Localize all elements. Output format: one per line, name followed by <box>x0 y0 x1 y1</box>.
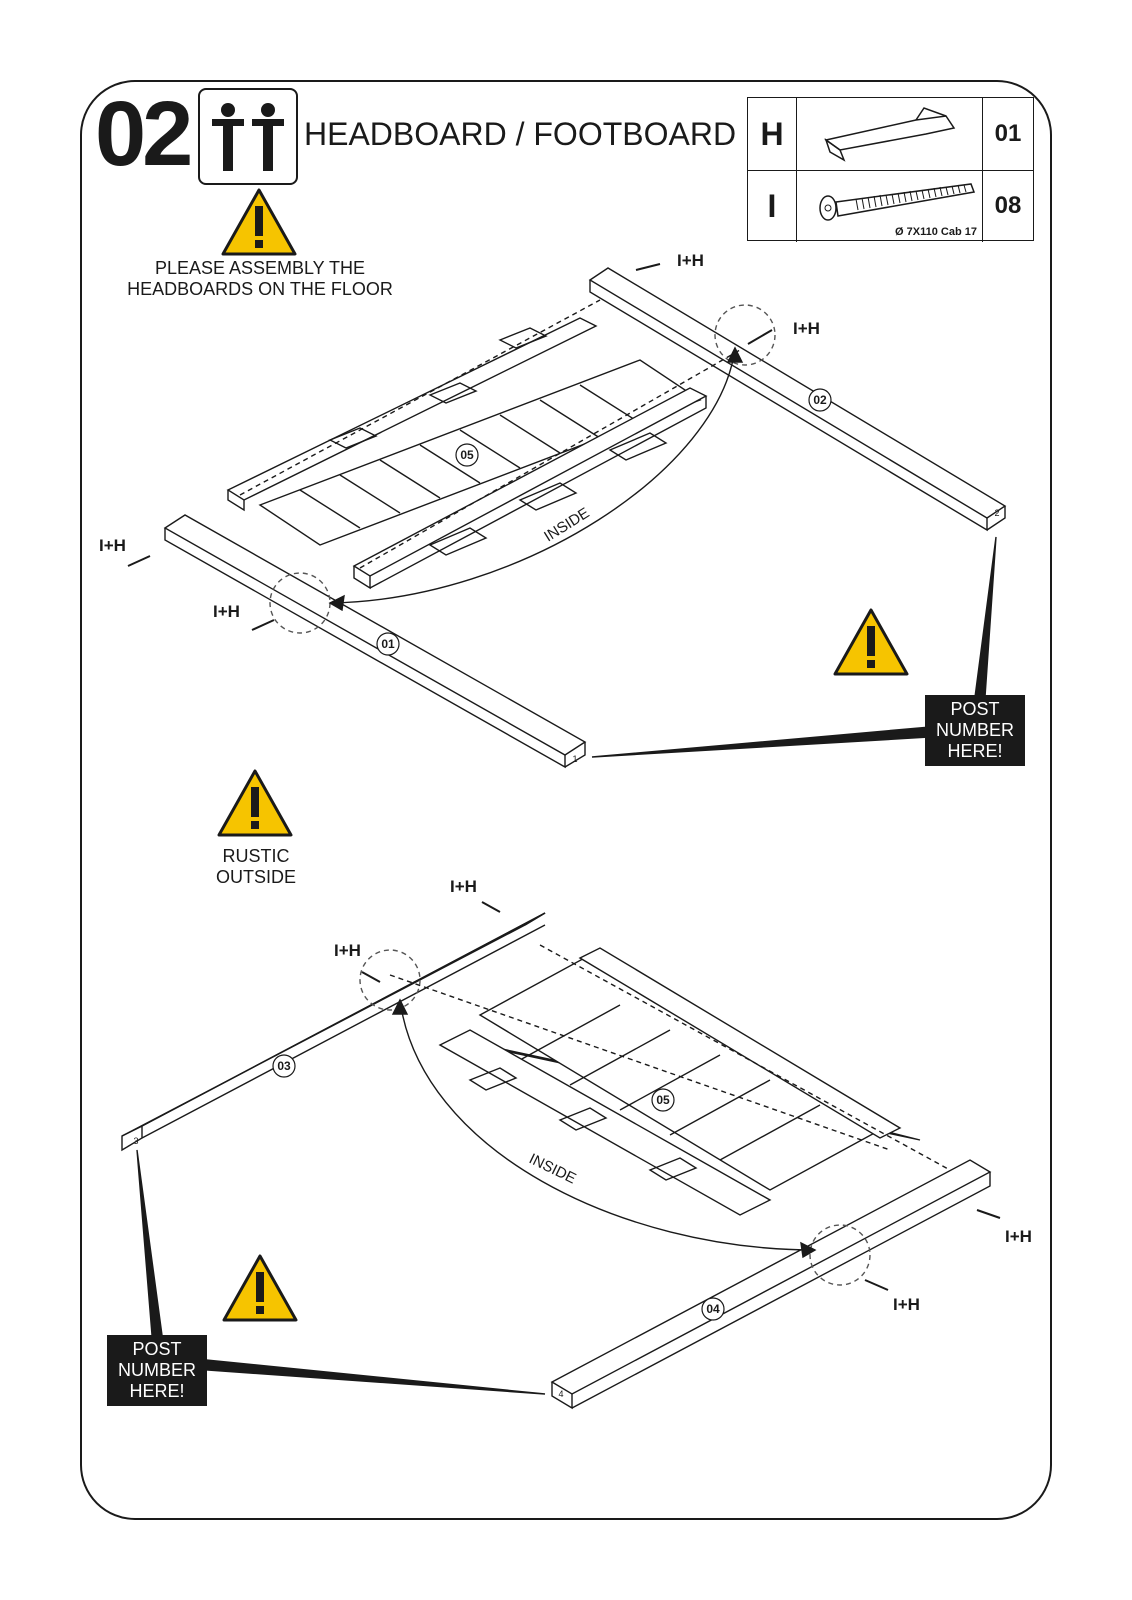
warning-icon <box>833 608 909 676</box>
warning-icon <box>222 1254 298 1322</box>
page-frame <box>80 80 1052 1520</box>
step-number: 02 <box>95 83 193 185</box>
parts-row-h: H 01 <box>748 98 1033 171</box>
callout-line: HERE! <box>947 741 1003 761</box>
post-label-04: 04 <box>706 1302 720 1316</box>
panel-label: 05 <box>460 448 474 462</box>
hardware-label: I+H <box>213 602 240 621</box>
parts-row-i: I Ø 7X110 Cab 17 <box>748 170 1033 242</box>
bolt-icon <box>796 170 983 242</box>
hardware-label: I+H <box>450 877 477 896</box>
rustic-note-line: RUSTIC <box>222 846 290 866</box>
rustic-note: RUSTIC OUTSIDE <box>196 846 316 888</box>
lower-panel <box>438 947 921 1216</box>
inside-label: INSIDE <box>526 1150 578 1187</box>
part-letter: I <box>748 170 797 242</box>
callout-line: POST <box>132 1339 182 1359</box>
parts-table: H 01 I <box>747 97 1034 242</box>
callout-line: POST <box>950 699 1000 719</box>
upper-post-02 <box>588 267 1007 532</box>
hardware-label: I+H <box>893 1295 920 1314</box>
lower-post-04 <box>550 1159 992 1410</box>
hardware-label: I+H <box>793 319 820 338</box>
rustic-note-line: OUTSIDE <box>215 867 296 887</box>
callout-line: NUMBER <box>117 1360 196 1380</box>
post-label-02: 02 <box>813 393 827 407</box>
floor-note-line: HEADBOARDS ON THE FLOOR <box>127 279 393 299</box>
warning-icon <box>221 188 297 256</box>
panel-label: 05 <box>656 1093 670 1107</box>
part-letter: H <box>748 98 797 170</box>
warning-icon <box>217 769 293 837</box>
end-mark: 2 <box>994 508 999 518</box>
post-label-03: 03 <box>277 1059 291 1073</box>
end-mark: 3 <box>133 1136 138 1146</box>
floor-note-line: PLEASE ASSEMBLY THE <box>154 258 366 278</box>
hardware-label: I+H <box>1005 1227 1032 1246</box>
upper-post-01 <box>163 514 587 769</box>
hardware-label: I+H <box>99 536 126 555</box>
part-quantity: 01 <box>982 98 1033 170</box>
end-mark: 4 <box>558 1389 563 1399</box>
post-label-01: 01 <box>381 637 395 651</box>
upper-panel <box>226 317 708 590</box>
hardware-label: I+H <box>677 251 704 270</box>
two-people-icon <box>198 88 298 185</box>
hardware-label: I+H <box>334 941 361 960</box>
end-mark: 1 <box>572 754 577 764</box>
post-number-callout: POST NUMBER HERE! <box>925 695 1025 766</box>
post-number-callout: POST NUMBER HERE! <box>107 1335 207 1406</box>
callout-line: NUMBER <box>935 720 1014 740</box>
lower-post-03 <box>121 912 546 1152</box>
part-quantity: 08 <box>982 170 1033 242</box>
bolt-spec: Ø 7X110 Cab 17 <box>895 226 977 238</box>
allen-key-icon <box>796 98 983 170</box>
callout-line: HERE! <box>129 1381 185 1401</box>
floor-note: PLEASE ASSEMBLY THE HEADBOARDS ON THE FL… <box>110 258 410 300</box>
step-title: HEADBOARD / FOOTBOARD <box>304 116 737 152</box>
